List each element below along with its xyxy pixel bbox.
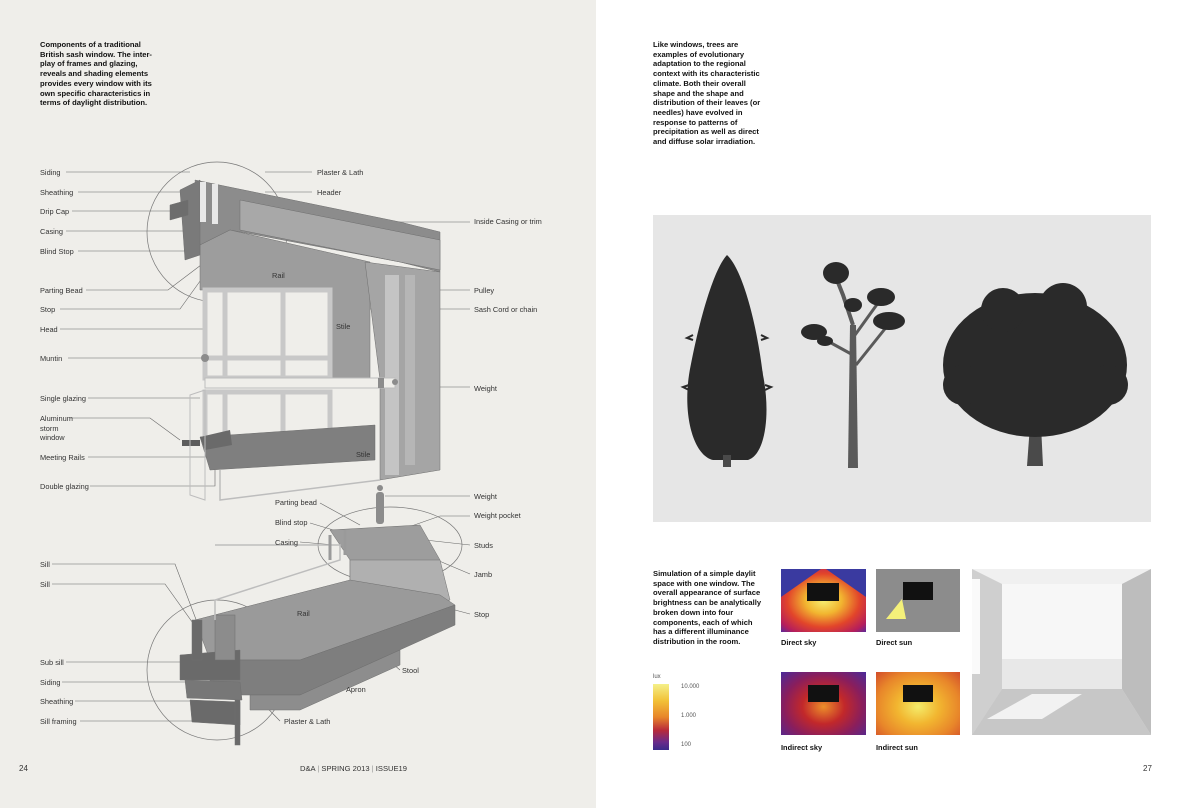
label-inside-casing: Inside Casing or trim xyxy=(474,217,542,226)
label-head: Head xyxy=(40,325,58,334)
page-number-right: 27 xyxy=(1143,764,1152,773)
label-siding-lower: Siding xyxy=(40,678,61,687)
label-weight-pocket: Weight pocket xyxy=(474,511,521,520)
label-header: Header xyxy=(317,188,342,197)
label-stop: Stop xyxy=(40,305,56,314)
label-stile-lower: Stile xyxy=(356,450,371,459)
footer-issue: ISSUE19 xyxy=(375,764,408,773)
panel-direct-sun xyxy=(876,569,960,632)
panel-direct-sky xyxy=(781,569,866,632)
label-parting-bead-inner: Parting bead xyxy=(275,498,317,507)
footer-journal-name: D&A xyxy=(300,764,316,773)
label-jamb: Jamb xyxy=(474,570,493,579)
legend-tick-10000: 10.000 xyxy=(681,684,700,690)
label-sheathing: Sheathing xyxy=(40,188,74,197)
right-page: Like windows, trees are examples of evol… xyxy=(596,0,1191,808)
label-sheathing-lower: Sheathing xyxy=(40,697,74,706)
label-studs: Studs xyxy=(474,541,493,550)
label-weight-lower: Weight xyxy=(474,492,497,501)
label-stop-lower: Stop xyxy=(474,610,490,619)
panel-label-indirect-sun: Indirect sun xyxy=(876,743,918,752)
label-meeting-rails: Meeting Rails xyxy=(40,453,85,462)
label-sash-cord: Sash Cord or chain xyxy=(474,305,538,314)
right-caption-top: Like windows, trees are examples of evol… xyxy=(653,40,761,147)
label-siding: Siding xyxy=(40,168,61,177)
label-single-glazing: Single glazing xyxy=(40,394,87,403)
page-number-left: 24 xyxy=(19,764,28,773)
label-sub-sill: Sub sill xyxy=(40,658,64,667)
label-double-glazing: Double glazing xyxy=(40,482,89,491)
label-aluminum-storm-window: Aluminum storm window xyxy=(40,414,73,443)
label-plaster-lath-lower: Plaster & Lath xyxy=(284,717,331,726)
conifer-tree xyxy=(680,255,774,467)
label-blind-stop-inner: Blind stop xyxy=(275,518,308,527)
panel-indirect-sky xyxy=(781,672,866,735)
illuminance-legend-bar xyxy=(653,684,669,750)
broadleaf-tree xyxy=(943,283,1128,466)
label-casing: Casing xyxy=(40,227,64,236)
label-stool: Stool xyxy=(402,666,419,675)
trees-illustration xyxy=(680,255,1128,468)
label-apron: Apron xyxy=(346,685,366,694)
panel-indirect-sun xyxy=(876,672,960,735)
label-sill-1: Sill xyxy=(40,560,50,569)
footer-issue-date: SPRING 2013 xyxy=(321,764,370,773)
footer-journal: D&A | SPRING 2013 | ISSUE19 xyxy=(300,764,408,773)
label-muntin: Muntin xyxy=(40,354,63,363)
sash-window-diagram xyxy=(52,161,471,746)
left-page: Components of a traditional British sash… xyxy=(0,0,596,808)
room-render xyxy=(972,569,1151,735)
panel-label-indirect-sky: Indirect sky xyxy=(781,743,823,752)
pine-tree xyxy=(801,262,905,468)
tree-panel xyxy=(653,215,1151,522)
label-plaster-lath: Plaster & Lath xyxy=(317,168,364,177)
label-sill-2: Sill xyxy=(40,580,50,589)
room-render-drawing xyxy=(972,569,1151,735)
legend-tick-1000: 1.000 xyxy=(681,713,697,719)
label-pulley: Pulley xyxy=(474,286,495,295)
label-parting-bead: Parting Bead xyxy=(40,286,83,295)
label-casing-inner: Casing xyxy=(275,538,299,547)
label-stile-upper: Stile xyxy=(336,322,351,331)
label-weight-upper: Weight xyxy=(474,384,497,393)
legend-tick-100: 100 xyxy=(681,742,692,748)
right-caption-bottom: Simulation of a simple daylit space with… xyxy=(653,569,762,646)
panel-label-direct-sun: Direct sun xyxy=(876,638,913,647)
legend-unit: lux xyxy=(653,674,661,680)
label-blind-stop: Blind Stop xyxy=(40,247,74,256)
label-rail-upper: Rail xyxy=(272,271,285,280)
label-sill-framing: Sill framing xyxy=(40,717,77,726)
label-rail-lower: Rail xyxy=(297,609,310,618)
label-drip-cap: Drip Cap xyxy=(40,207,70,216)
panel-label-direct-sky: Direct sky xyxy=(781,638,817,647)
left-caption: Components of a traditional British sash… xyxy=(40,40,152,108)
